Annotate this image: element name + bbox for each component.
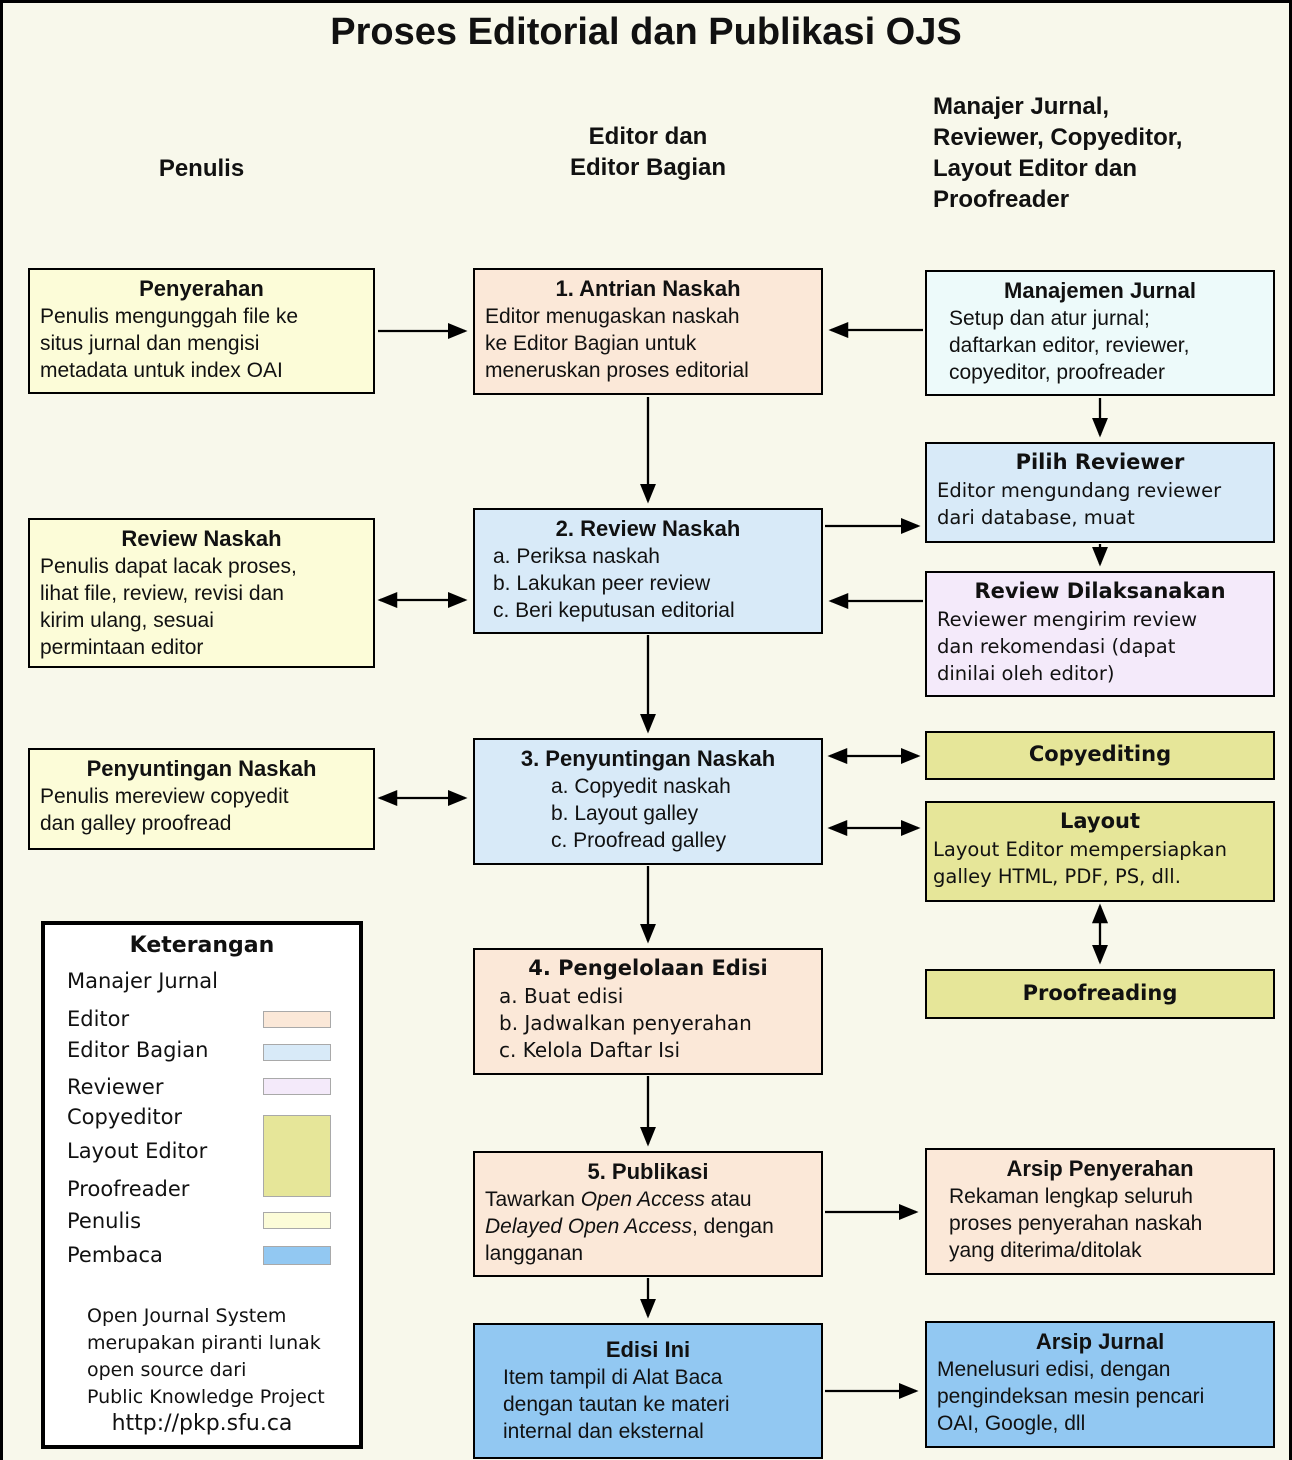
flow-arrows-layer xyxy=(377,321,1109,1400)
box-review-naskah-penulis: Review Naskah Penulis dapat lacak proses… xyxy=(28,518,375,668)
box-publikasi: 5. Publikasi Tawarkan Open Access atau D… xyxy=(473,1151,823,1277)
legend-label-layout-editor: Layout Editor xyxy=(67,1139,208,1163)
legend-label-editor: Editor xyxy=(67,1007,130,1031)
box-penyuntingan-naskah-penulis: Penyuntingan Naskah Penulis mereview cop… xyxy=(28,748,375,850)
legend-label-proofreader: Proofreader xyxy=(67,1177,190,1201)
box-pengelolaan-edisi-item: b. Jadwalkan penyerahan xyxy=(499,1011,752,1035)
legend-label-editor-bagian: Editor Bagian xyxy=(67,1038,209,1062)
box-arsip-jurnal: Arsip Jurnal Menelusuri edisi, dengan pe… xyxy=(925,1321,1275,1448)
column-header-penulis: Penulis xyxy=(158,155,245,182)
box-review-naskah-2-item: b. Lakukan peer review xyxy=(493,572,711,595)
box-penyuntingan-naskah-penulis-body: Penulis mereview copyedit dan galley pro… xyxy=(40,785,289,835)
diagram-title: Proses Editorial dan Publikasi OJS xyxy=(330,11,962,53)
box-penyerahan-body: Penulis mengunggah file ke situs jurnal … xyxy=(40,305,299,382)
box-penyuntingan-naskah-3-item: b. Layout galley xyxy=(551,802,699,825)
legend-swatch-copyeditor-layout-proofreader xyxy=(263,1115,331,1197)
box-penyerahan-title: Penyerahan xyxy=(139,276,264,301)
box-arsip-penyerahan-body: Rekaman lengkap seluruh proses penyeraha… xyxy=(949,1185,1203,1262)
box-manajemen-jurnal-body: Setup dan atur jurnal; daftarkan editor,… xyxy=(949,307,1190,384)
box-copyediting: Copyediting xyxy=(925,731,1275,780)
box-arsip-penyerahan: Arsip Penyerahan Rekaman lengkap seluruh… xyxy=(925,1148,1275,1275)
legend: Keterangan Manajer Jurnal Editor Editor … xyxy=(41,921,363,1449)
legend-label-reviewer: Reviewer xyxy=(67,1075,164,1099)
box-edisi-ini-body: Item tampil di Alat Baca dengan tautan k… xyxy=(503,1366,730,1443)
legend-swatch-reviewer xyxy=(263,1078,331,1095)
box-pengelolaan-edisi-item: a. Buat edisi xyxy=(499,984,624,1008)
box-review-naskah-2-item: a. Periksa naskah xyxy=(493,545,660,568)
box-edisi-ini: Edisi Ini Item tampil di Alat Baca denga… xyxy=(473,1323,823,1459)
legend-title: Keterangan xyxy=(129,933,275,958)
box-copyediting-title: Copyediting xyxy=(1028,742,1172,766)
box-penyuntingan-naskah-3-item: a. Copyedit naskah xyxy=(551,775,731,798)
box-review-dilaksanakan-body: Reviewer mengirim review dan rekomendasi… xyxy=(937,608,1198,685)
box-proofreading: Proofreading xyxy=(925,969,1275,1019)
box-review-naskah-penulis-title: Review Naskah xyxy=(121,526,282,551)
box-manajemen-jurnal: Manajemen Jurnal Setup dan atur jurnal; … xyxy=(925,270,1275,396)
box-publikasi-body: Tawarkan Open Access atau Delayed Open A… xyxy=(485,1188,774,1265)
box-arsip-jurnal-body: Menelusuri edisi, dengan pengindeksan me… xyxy=(937,1358,1205,1435)
legend-label-pembaca: Pembaca xyxy=(67,1243,163,1267)
box-review-naskah-2-item: c. Beri keputusan editorial xyxy=(493,599,735,622)
legend-swatch-editor xyxy=(263,1011,331,1028)
box-arsip-penyerahan-title: Arsip Penyerahan xyxy=(1006,1156,1194,1181)
box-layout-title: Layout xyxy=(1059,809,1140,833)
box-penyuntingan-naskah-3: 3. Penyuntingan Naskah a. Copyedit naska… xyxy=(473,738,823,865)
box-pengelolaan-edisi-item: c. Kelola Daftar Isi xyxy=(499,1038,680,1062)
box-layout-body: Layout Editor mempersiapkan galley HTML,… xyxy=(933,838,1227,888)
legend-swatch-editor-bagian xyxy=(263,1044,331,1061)
box-penyuntingan-naskah-3-title: 3. Penyuntingan Naskah xyxy=(520,746,776,771)
box-review-dilaksanakan-title: Review Dilaksanakan xyxy=(974,579,1226,603)
box-antrian-naskah: 1. Antrian Naskah Editor menugaskan nask… xyxy=(473,268,823,395)
box-pilih-reviewer: Pilih Reviewer Editor mengundang reviewe… xyxy=(925,442,1275,543)
column-header-editor: Editor dan Editor Bagian xyxy=(569,123,726,181)
box-penyuntingan-naskah-penulis-title: Penyuntingan Naskah xyxy=(86,756,317,781)
box-manajemen-jurnal-title: Manajemen Jurnal xyxy=(1004,278,1196,303)
box-penyuntingan-naskah-3-item: c. Proofread galley xyxy=(551,829,727,852)
box-antrian-naskah-body: Editor menugaskan naskah ke Editor Bagia… xyxy=(485,305,749,382)
column-header-manajer-jurnal: Manajer Jurnal, Reviewer, Copyeditor, La… xyxy=(933,93,1183,213)
legend-swatch-penulis xyxy=(263,1212,331,1229)
box-pengelolaan-edisi: 4. Pengelolaan Edisi a. Buat edisi b. Ja… xyxy=(473,948,823,1075)
box-pengelolaan-edisi-title: 4. Pengelolaan Edisi xyxy=(528,956,768,980)
box-review-dilaksanakan: Review Dilaksanakan Reviewer mengirim re… xyxy=(925,571,1275,697)
box-penyerahan: Penyerahan Penulis mengunggah file ke si… xyxy=(28,268,375,394)
box-arsip-jurnal-title: Arsip Jurnal xyxy=(1035,1329,1165,1354)
legend-swatch-pembaca xyxy=(263,1246,331,1265)
box-edisi-ini-title: Edisi Ini xyxy=(605,1337,691,1362)
legend-label-penulis: Penulis xyxy=(67,1209,142,1233)
box-proofreading-title: Proofreading xyxy=(1022,981,1178,1005)
box-publikasi-title: 5. Publikasi xyxy=(587,1159,709,1184)
legend-note: Open Journal System merupakan piranti lu… xyxy=(87,1305,325,1408)
box-pilih-reviewer-body: Editor mengundang reviewer dari database… xyxy=(937,479,1222,529)
box-review-naskah-2: 2. Review Naskah a. Periksa naskah b. La… xyxy=(473,508,823,634)
box-review-naskah-2-title: 2. Review Naskah xyxy=(555,516,741,541)
legend-label-copyeditor: Copyeditor xyxy=(67,1105,183,1129)
legend-url: http://pkp.sfu.ca xyxy=(111,1411,293,1436)
box-antrian-naskah-title: 1. Antrian Naskah xyxy=(555,276,741,301)
box-pilih-reviewer-title: Pilih Reviewer xyxy=(1015,450,1185,474)
legend-label-manajer-jurnal: Manajer Jurnal xyxy=(67,969,219,993)
box-layout: Layout Layout Editor mempersiapkan galle… xyxy=(925,801,1275,902)
box-review-naskah-penulis-body: Penulis dapat lacak proses, lihat file, … xyxy=(40,555,297,659)
